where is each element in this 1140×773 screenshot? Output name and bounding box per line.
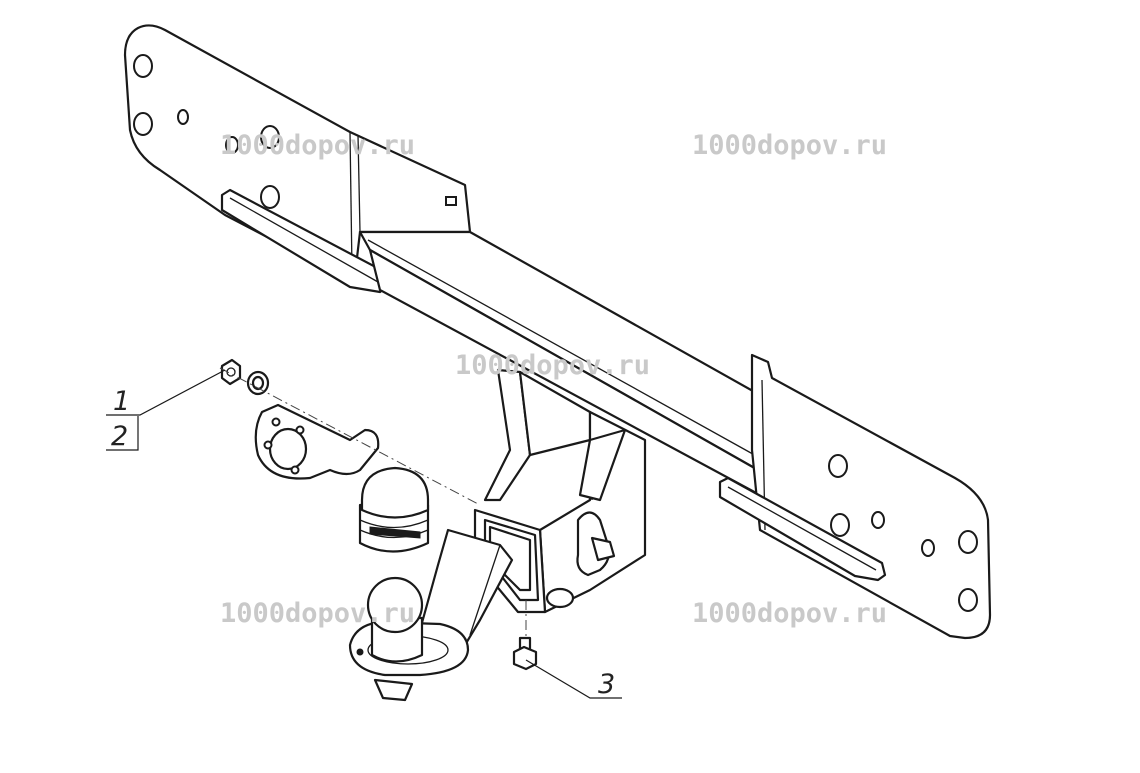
ball-cap: [358, 466, 430, 553]
assembly-axis: [219, 367, 481, 506]
callout-2: 2: [111, 421, 129, 452]
callout-3: 3: [598, 669, 616, 700]
plate-hole: [830, 513, 850, 537]
watermark-text: 1000dopov.ru: [220, 130, 416, 161]
plate-hole: [133, 54, 153, 78]
plate-hole: [958, 588, 978, 612]
plate-hole: [921, 539, 935, 557]
plate-hole: [133, 112, 153, 136]
plate-hole: [958, 530, 978, 554]
callout-leaders: [106, 369, 622, 699]
watermark-text: 1000dopov.ru: [692, 598, 888, 629]
plate-hole: [871, 511, 885, 529]
plate-slot: [445, 196, 457, 206]
callout-1: 1: [113, 386, 131, 417]
cross-beam: [358, 230, 762, 497]
socket-bracket: [254, 403, 380, 480]
nut: [220, 358, 242, 386]
plate-hole: [828, 454, 848, 478]
plate-hole: [260, 125, 280, 149]
lock-pin: [545, 511, 616, 609]
washer: [246, 370, 270, 396]
watermark-text: 1000dopov.ru: [220, 598, 416, 629]
plate-hole: [225, 136, 239, 154]
tow-ball: [366, 576, 424, 663]
right-mounting-plate: [750, 353, 992, 640]
watermark-text: 1000dopov.ru: [692, 130, 888, 161]
watermark-text: 1000dopov.ru: [455, 350, 651, 381]
plate-hole: [177, 109, 189, 125]
bolt: [512, 636, 538, 671]
left-mounting-plate: [123, 24, 472, 277]
plate-hole: [260, 185, 280, 209]
